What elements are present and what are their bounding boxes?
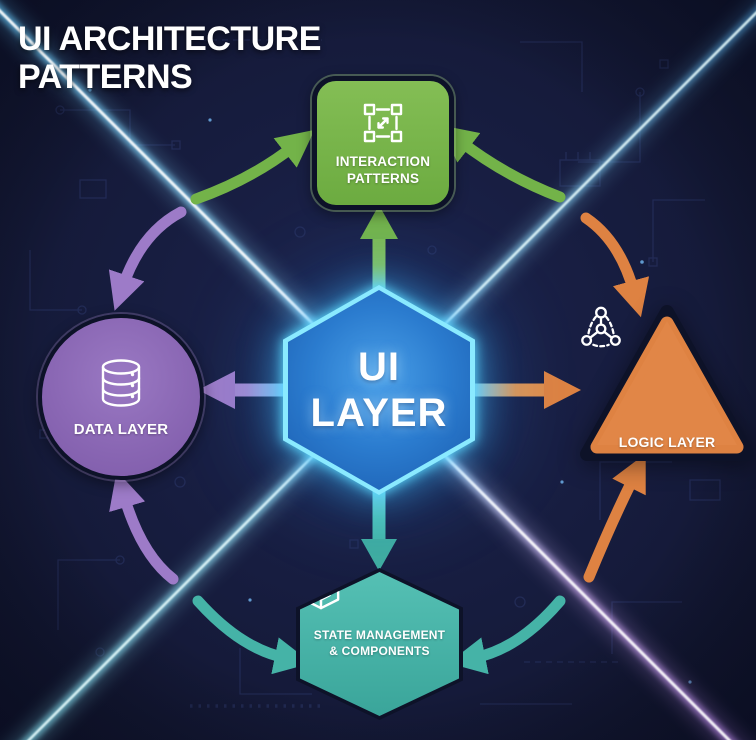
node-interaction-patterns: INTERACTION PATTERNS: [312, 76, 454, 210]
node-data-layer: DATA LAYER: [38, 314, 204, 480]
data-layer-label: DATA LAYER: [73, 420, 169, 438]
network-nodes-icon: [581, 306, 621, 348]
arrow-purple-top: [108, 206, 187, 311]
arrow-orange-bottom: [583, 453, 646, 583]
triangle-shape: [580, 305, 754, 461]
title-line-1: UI ARCHITECTURE: [18, 20, 321, 58]
logic-layer-label: LOGIC LAYER: [618, 434, 716, 450]
ring-arrows: [108, 124, 650, 675]
arrow-green-right: [439, 124, 566, 203]
arrow-green-left: [190, 129, 315, 205]
interaction-label-line-2: PATTERNS: [346, 170, 420, 186]
center-label-line-2: LAYER: [310, 391, 448, 435]
state-label-line-1: STATE MANAGEMENT: [313, 628, 446, 643]
center-node-ui-layer: UI LAYER: [283, 285, 475, 495]
node-state-management: STATE MANAGEMENT & COMPONENTS: [296, 568, 463, 720]
hexagon-body: UI LAYER: [288, 290, 470, 490]
arrow-teal-right: [448, 595, 566, 675]
center-label-line-1: UI: [358, 345, 400, 389]
center-arrow-left: [198, 371, 294, 409]
transform-selection-icon: [363, 103, 403, 142]
page-title: UI ARCHITECTURE PATTERNS: [18, 20, 321, 96]
arrow-teal-left: [192, 595, 312, 675]
interaction-label-line-1: INTERACTION: [335, 153, 431, 169]
arrow-orange-top: [580, 212, 650, 318]
arrow-purple-bottom: [109, 470, 179, 585]
node-logic-layer: LOGIC LAYER: [578, 304, 756, 468]
title-line-2: PATTERNS: [18, 58, 193, 97]
database-icon: [101, 358, 141, 407]
center-arrow-right: [464, 371, 581, 409]
state-label-line-2: & COMPONENTS: [329, 644, 430, 658]
